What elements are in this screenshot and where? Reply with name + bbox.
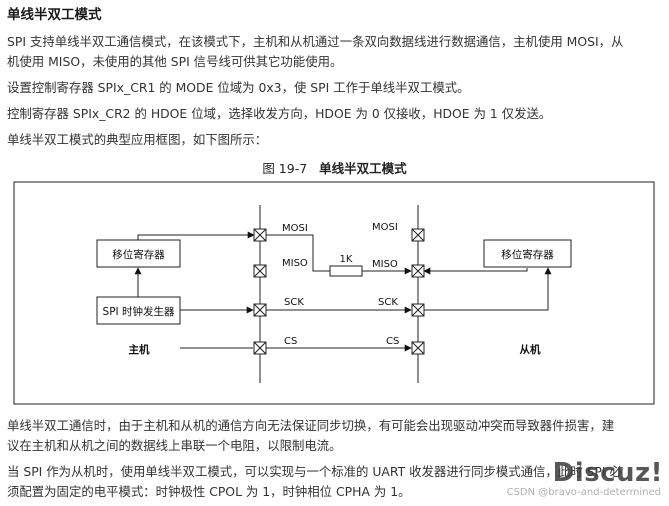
paragraph-5-line-2: 议在主机和从机之间的数据线上串联一个电阻，以限制电流。: [7, 438, 342, 453]
paragraph-3: 控制寄存器 SPIx_CR2 的 HDOE 位域，选择收发方向，HDOE 为 0…: [7, 106, 552, 121]
slave-cs-label: CS: [386, 336, 399, 347]
slave-sck-label: SCK: [378, 297, 398, 308]
paragraph-5-line-1: 单线半双工通信时，由于主机和从机的通信方向无法保证同步切换，有可能会出现驱动冲突…: [7, 418, 615, 433]
slave-miso-to-register: [423, 267, 528, 275]
resistor-label: 1K: [340, 254, 353, 265]
csdn-watermark: CSDN @bravo-and-determined: [506, 487, 661, 498]
figure-number: 图 19-7: [262, 161, 308, 176]
paragraph-6-line-1: 当 SPI 作为从机时，使用单线半双工模式，可以实现与一个标准的 UART 收发…: [7, 464, 622, 479]
paragraph-1-line-2: 机使用 MISO，未使用的其他 SPI 信号线可供其它功能使用。: [7, 54, 343, 69]
master-cs-pin: [253, 341, 267, 355]
master-clock-generator-label: SPI 时钟发生器: [103, 305, 175, 318]
slave-mosi-pin: [411, 228, 425, 242]
slave-miso-pin: [411, 264, 425, 278]
master-miso-label: MISO: [282, 258, 308, 269]
figure-frame: [13, 181, 655, 405]
paragraph-4: 单线半双工模式的典型应用框图，如下图所示：: [7, 132, 268, 147]
master-sck-label: SCK: [284, 297, 304, 308]
slave-sck-to-register: [424, 267, 552, 311]
master-mosi-pin: [253, 228, 267, 242]
paragraph-6-line-2: 须配置为固定的电平模式：时钟极性 CPOL 为 1，时钟相位 CPHA 为 1。: [7, 484, 411, 499]
discuz-watermark-logo: Discuz!: [552, 458, 663, 488]
slave-role-label: 从机: [520, 343, 541, 356]
figure-caption: 图 19-7 单线半双工模式: [0, 158, 669, 177]
master-shift-register-label: 移位寄存器: [112, 248, 165, 261]
paragraph-1-line-1: SPI 支持单线半双工通信模式，在该模式下，主机和从机通过一条双向数据线进行数据…: [7, 34, 624, 49]
paragraph-2: 设置控制寄存器 SPIx_CR1 的 MODE 位域为 0x3，使 SPI 工作…: [7, 80, 470, 95]
slave-cs-pin: [411, 341, 425, 355]
figure-title: 单线半双工模式: [319, 161, 407, 176]
master-mosi-to-register: [137, 231, 255, 240]
master-cs-label: CS: [284, 336, 297, 347]
data-line-master-side: [266, 234, 330, 272]
master-sck-pin: [253, 303, 267, 317]
slave-shift-register-label: 移位寄存器: [501, 248, 554, 261]
master-miso-pin: [253, 264, 267, 278]
slave-shift-register: [483, 239, 572, 268]
section-heading: 单线半双工模式: [7, 7, 102, 23]
slave-sck-pin: [411, 303, 425, 317]
master-role-label: 主机: [129, 343, 150, 356]
master-shift-register: [96, 239, 181, 268]
series-resistor: [329, 265, 363, 277]
slave-miso-label: MISO: [372, 259, 398, 270]
master-mosi-label: MOSI: [282, 223, 308, 234]
slave-mosi-label: MOSI: [372, 222, 398, 233]
